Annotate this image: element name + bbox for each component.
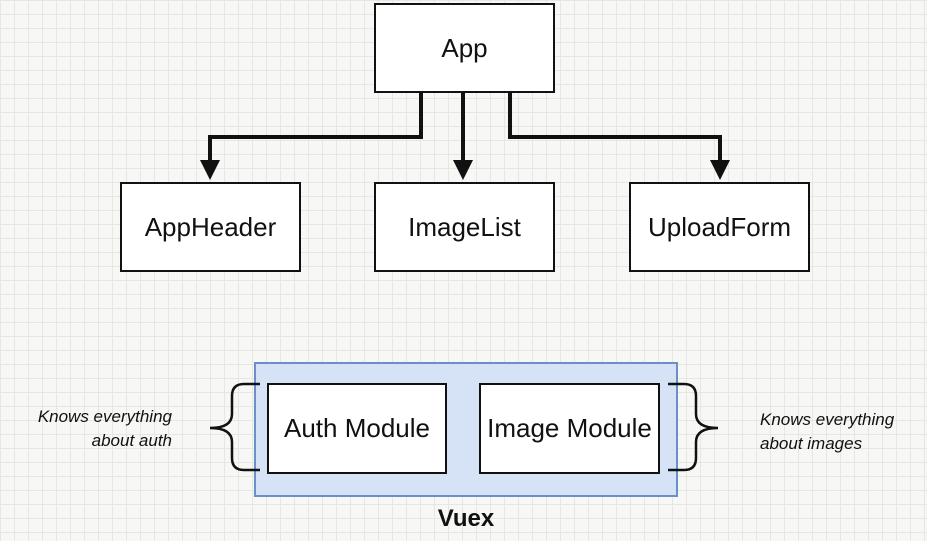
right-brace	[668, 382, 719, 472]
image-module-node-label: Image Module	[487, 413, 652, 443]
app-node-label: App	[441, 32, 488, 63]
left-brace	[209, 382, 260, 472]
uploadform-node: UploadForm	[629, 182, 810, 272]
image-module-node: Image Module	[479, 383, 660, 474]
imagelist-node-label: ImageList	[408, 211, 521, 242]
auth-note-line2: about auth	[91, 431, 172, 450]
imagelist-node: ImageList	[374, 182, 555, 272]
image-module-note: Knows everything about images	[760, 408, 925, 456]
appheader-node-label: AppHeader	[144, 211, 277, 242]
arrow-app-to-appheader	[200, 93, 423, 180]
auth-note-line1: Knows everything	[37, 407, 172, 426]
images-note-line1: Knows everything	[760, 410, 895, 429]
images-note-line2: about images	[760, 434, 863, 453]
auth-module-note: Knows everything about auth	[10, 405, 172, 453]
appheader-node: AppHeader	[120, 182, 301, 272]
vuex-label: Vuex	[437, 505, 495, 532]
app-node: App	[374, 3, 555, 93]
arrow-app-to-uploadform	[508, 93, 730, 180]
auth-module-node: Auth Module	[267, 383, 447, 474]
auth-module-node-label: Auth Module	[284, 413, 430, 443]
uploadform-node-label: UploadForm	[647, 211, 792, 242]
